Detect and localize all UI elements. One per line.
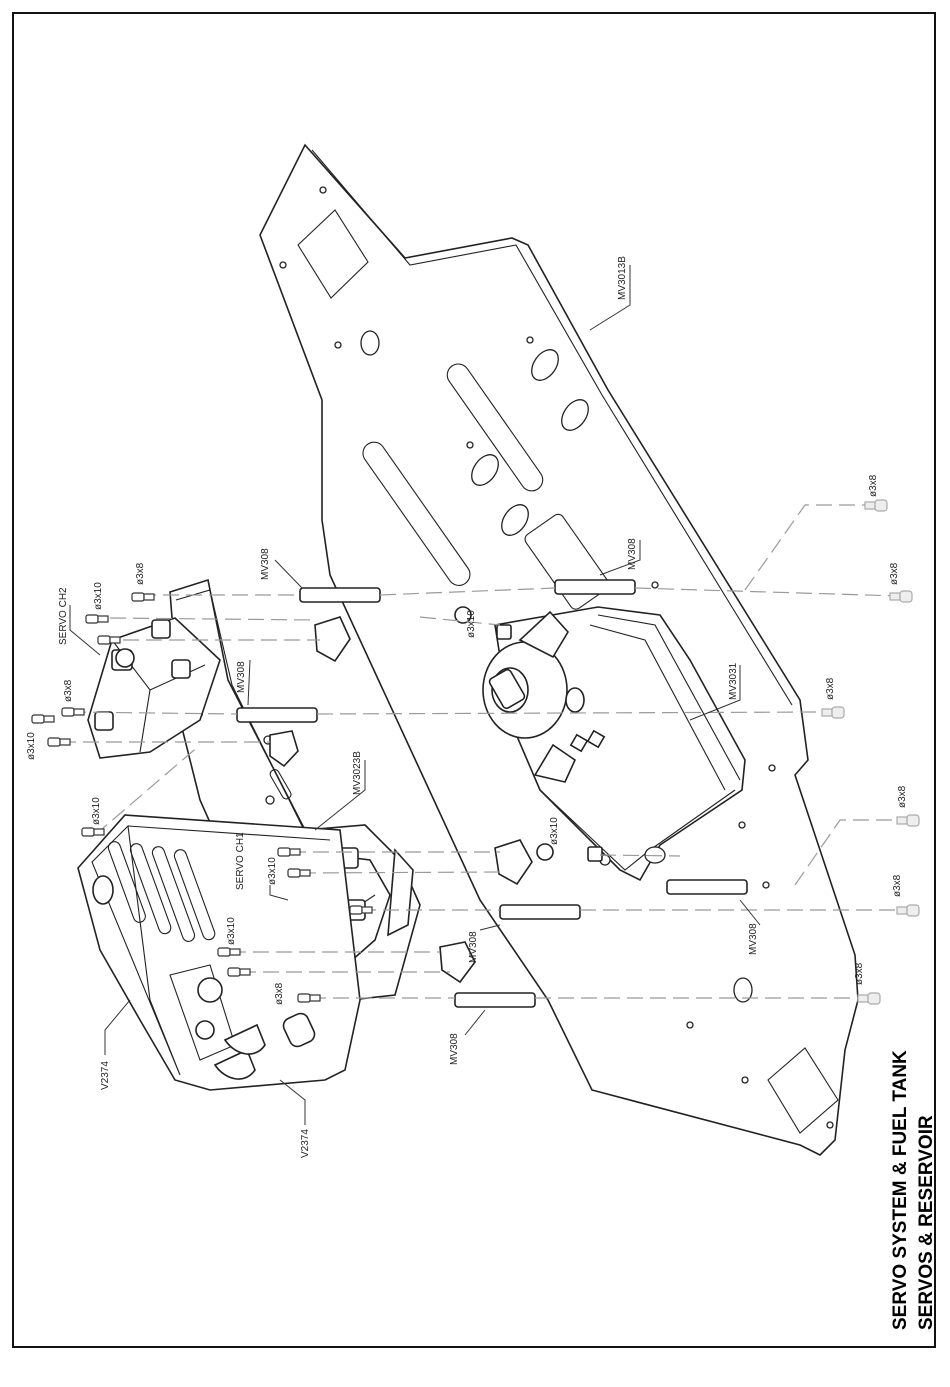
label-screw-16: ø3x8: [854, 962, 865, 985]
label-spacer-2: MV308: [236, 661, 247, 693]
screw-icon: [48, 738, 70, 746]
label-screw-15: ø3x8: [892, 874, 903, 897]
screw-icon: [228, 968, 250, 976]
label-screw-10: ø3x10: [549, 817, 560, 845]
label-screw-1: ø3x8: [135, 562, 146, 585]
title-line-1: SERVO SYSTEM & FUEL TANK: [890, 1050, 911, 1330]
screw-icon: [897, 905, 919, 916]
label-screw-8: ø3x8: [274, 982, 285, 1005]
label-v2374-2: V2374: [300, 1129, 311, 1158]
label-screw-5: ø3x10: [91, 797, 102, 825]
label-servo-plate: MV3023B: [352, 751, 363, 795]
screw-icon: [298, 994, 320, 1002]
diagram-title: SERVO SYSTEM & FUEL TANK SERVOS & RESERV…: [890, 1050, 937, 1330]
screw-icon: [82, 828, 104, 836]
spacer-1: [300, 588, 380, 602]
label-tank-mount: MV3031: [728, 662, 739, 700]
screw-icon: [86, 615, 108, 623]
screw-icon: [897, 815, 919, 826]
label-screw-4: ø3x10: [26, 732, 37, 760]
label-servo-ch1: SERVO CH1: [235, 832, 246, 890]
screw-icon: [32, 715, 54, 723]
label-screw-3: ø3x8: [63, 679, 74, 702]
spacer-6: [455, 993, 535, 1007]
label-screw-12: ø3x8: [889, 562, 900, 585]
label-screw-2: ø3x10: [93, 582, 104, 610]
title-line-2: SERVOS & RESERVOIR: [916, 1115, 937, 1330]
label-spacer-6: MV308: [449, 1033, 460, 1065]
screw-icon: [865, 500, 887, 511]
label-spacer-3: MV308: [627, 538, 638, 570]
spacer-5: [500, 905, 580, 919]
screw-icon: [132, 593, 154, 601]
label-main-frame: MV3013B: [617, 256, 628, 300]
spacer-2: [237, 708, 317, 722]
label-servo-ch2: SERVO CH2: [58, 587, 69, 645]
spacer-3: [555, 580, 635, 594]
bracket-2: [270, 731, 298, 766]
bracket-1: [315, 617, 350, 661]
label-screw-11: ø3x8: [868, 474, 879, 497]
label-spacer-4: MV308: [748, 923, 759, 955]
label-screw-13: ø3x8: [825, 677, 836, 700]
screw-icon: [350, 906, 372, 914]
label-screw-7: ø3x10: [226, 917, 237, 945]
label-screw-9: ø3x10: [466, 610, 477, 638]
screw-icon: [278, 848, 300, 856]
spacer-4: [667, 880, 747, 894]
label-screw-6: ø3x10: [267, 857, 278, 885]
screw-icon: [98, 636, 120, 644]
label-spacer-5: MV308: [468, 931, 479, 963]
screw-icon: [218, 948, 240, 956]
screw-icon: [62, 708, 84, 716]
label-screw-14: ø3x8: [897, 785, 908, 808]
screw-icon: [288, 869, 310, 877]
screw-icon: [890, 591, 912, 602]
screw-icon: [822, 707, 844, 718]
screw-icon: [858, 993, 880, 1004]
label-spacer-1: MV308: [260, 548, 271, 580]
label-v2374-1: V2374: [100, 1061, 111, 1090]
